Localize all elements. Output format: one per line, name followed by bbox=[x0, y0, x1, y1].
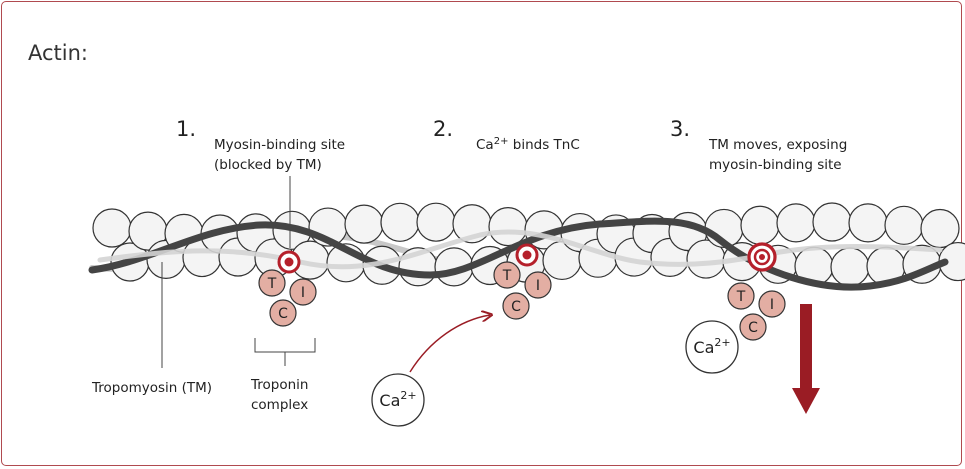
troponin-c-label: C bbox=[511, 299, 521, 315]
step-3-caption-line2: myosin-binding site bbox=[709, 157, 842, 173]
actin-monomer bbox=[416, 202, 456, 242]
troponin-i-label: I bbox=[536, 278, 540, 294]
actin-monomer bbox=[344, 204, 384, 244]
step-3-caption-line1: TM moves, exposing bbox=[708, 137, 847, 153]
step-2-number: 2. bbox=[433, 117, 453, 141]
step-1-caption-line2: (blocked by TM) bbox=[214, 157, 322, 173]
troponin-c-label: C bbox=[748, 320, 758, 336]
troponin-complex-2: T I C bbox=[493, 261, 552, 320]
troponin-i-label: I bbox=[301, 285, 305, 301]
troponin-t-label: T bbox=[502, 268, 512, 284]
figure-title: Actin: bbox=[28, 41, 88, 65]
troponin-complex-1: T I C bbox=[258, 269, 317, 327]
calcium-ion-bound: Ca2+ bbox=[685, 320, 739, 374]
step-2-caption: Ca2+ binds TnC bbox=[476, 136, 580, 153]
actin-monomer bbox=[776, 203, 816, 243]
binding-site-3 bbox=[747, 242, 777, 272]
troponin-label-line1: Troponin bbox=[250, 377, 308, 393]
troponin-bracket bbox=[254, 338, 316, 366]
troponin-i-label: I bbox=[770, 297, 774, 313]
actin-monomer bbox=[740, 205, 780, 245]
calcium-binding-arrow bbox=[409, 315, 490, 373]
troponin-complex-3: T I C bbox=[727, 282, 786, 341]
actin-monomer bbox=[380, 202, 420, 242]
actin-monomer bbox=[812, 202, 852, 242]
svg-text:Ca2+: Ca2+ bbox=[693, 336, 730, 357]
actin-monomer bbox=[848, 203, 888, 243]
step-1-number: 1. bbox=[176, 117, 196, 141]
binding-site-2 bbox=[515, 243, 539, 267]
actin-monomer bbox=[488, 207, 528, 247]
svg-text:Ca2+: Ca2+ bbox=[379, 389, 416, 410]
actin-monomer bbox=[830, 247, 870, 287]
tropomyosin-movement-arrow bbox=[792, 304, 820, 414]
binding-site-1 bbox=[277, 250, 301, 274]
calcium-ion-free: Ca2+ bbox=[371, 373, 425, 427]
tropomyosin-strand-light bbox=[97, 229, 943, 270]
actin-monomer bbox=[92, 208, 132, 248]
actin-filament bbox=[92, 202, 965, 287]
tropomyosin-label: Tropomyosin (TM) bbox=[91, 380, 212, 396]
troponin-label-line2: complex bbox=[251, 397, 308, 413]
actin-monomer bbox=[884, 205, 924, 245]
troponin-t-label: T bbox=[736, 289, 746, 305]
step-1-caption-line1: Myosin-binding site bbox=[214, 137, 345, 153]
troponin-t-label: T bbox=[267, 276, 277, 292]
step-3-number: 3. bbox=[670, 117, 690, 141]
troponin-c-label: C bbox=[278, 306, 288, 322]
actin-monomer bbox=[920, 208, 960, 249]
